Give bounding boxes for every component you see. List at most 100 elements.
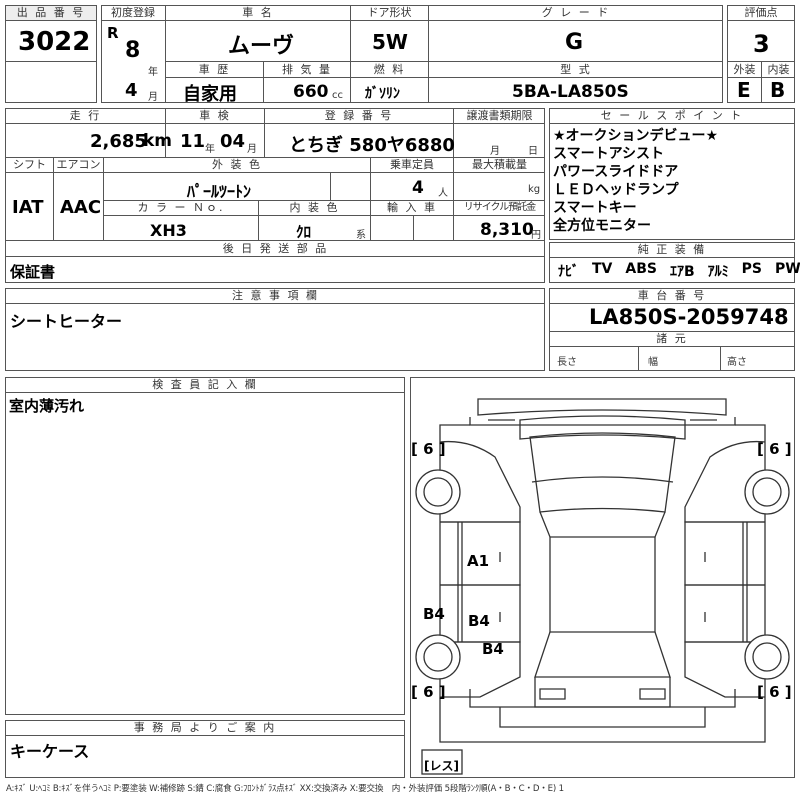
door-type-value: 5W xyxy=(372,30,408,54)
history-value: 自家用 xyxy=(183,84,237,105)
interior-grade: B xyxy=(770,78,786,102)
equipment-item: PS xyxy=(741,261,762,277)
chassis-box xyxy=(549,288,795,371)
vehicle-info-box xyxy=(101,5,723,103)
shift-label: シフト xyxy=(13,158,46,171)
inspection-month-unit: 月 xyxy=(247,144,257,155)
door-type-label: ドア形状 xyxy=(367,6,412,19)
color-number-value: XH3 xyxy=(150,221,187,240)
sales-point-item: スマートアシスト xyxy=(553,146,665,162)
max-load-label: 最大積載量 xyxy=(472,158,527,171)
damage-mark-b4-side: B4 xyxy=(423,605,445,623)
lot-number-box xyxy=(5,5,97,103)
notes-box xyxy=(5,288,545,371)
recycle-fee-label: リサイクル預託金 xyxy=(463,202,537,213)
grade-label: グ レ ー ド xyxy=(541,6,611,19)
notes-label: 注 意 事 項 欄 xyxy=(232,289,319,302)
score-label: 評価点 xyxy=(744,6,778,19)
sales-point-item: 全方位モニター xyxy=(553,218,651,234)
sales-points-label: セ ー ル ス ポ イ ン ト xyxy=(600,109,744,122)
office-box xyxy=(5,720,405,778)
car-condition-diagram xyxy=(415,398,790,775)
later-parts-value: 保証書 xyxy=(10,263,56,281)
inspection-year-unit: 年 xyxy=(205,144,215,155)
equipment-list: ﾅﾋﾞ TV ABS ｴｱB ｱﾙﾐ PS PW xyxy=(558,261,800,281)
sales-point-item: ★オークションデビュー★ xyxy=(553,128,719,144)
exterior-color-value: ﾊﾟｰﾙﾂｰﾄﾝ xyxy=(187,182,252,201)
tire-depth-rear-right: [ 6 ] xyxy=(757,683,792,701)
inspection-label: 車 検 xyxy=(199,109,231,122)
capacity-label: 乗車定員 xyxy=(390,158,434,171)
chassis-number-label: 車 台 番 号 xyxy=(637,289,707,302)
year-unit: 年 xyxy=(148,67,158,78)
later-parts-label: 後 日 発 送 部 品 xyxy=(222,242,329,255)
equipment-item: ﾅﾋﾞ xyxy=(558,264,579,280)
transfer-day-unit: 日 xyxy=(528,146,538,157)
equipment-box xyxy=(549,242,795,283)
lot-number-label: 出 品 番 号 xyxy=(6,6,96,20)
import-label: 輸 入 車 xyxy=(387,201,437,214)
office-note: キーケース xyxy=(10,742,90,761)
exterior-color-label: 外 装 色 xyxy=(212,158,262,171)
capacity-unit: 人 xyxy=(438,188,448,199)
grade-value: G xyxy=(565,30,584,55)
car-name-value: ムーヴ xyxy=(228,34,295,59)
sales-points-list: ★オークションデビュー★ スマートアシスト パワースライドドア ＬＥＤヘッドラン… xyxy=(553,127,718,235)
height-label: 高さ xyxy=(727,357,747,368)
inspection-year: 11 xyxy=(180,131,206,152)
detail-box xyxy=(5,108,545,283)
interior-color-unit: 系 xyxy=(356,230,366,241)
condition-diagram-box xyxy=(410,377,795,778)
registration-number-label: 登 録 番 号 xyxy=(324,109,394,122)
month-unit: 月 xyxy=(148,92,158,103)
color-number-label: カ ラ ー Ｎｏ. xyxy=(137,201,225,214)
width-label: 幅 xyxy=(648,357,658,368)
registration-number-value: とちぎ 580ヤ6880 xyxy=(289,135,455,156)
fuel-label: 燃 料 xyxy=(373,63,406,76)
specs-label: 諸 元 xyxy=(656,332,688,345)
exterior-grade: E xyxy=(737,78,751,102)
mileage-value: 2,685 xyxy=(90,131,147,152)
model-label: 型 式 xyxy=(560,63,592,76)
sales-point-item: パワースライドドア xyxy=(553,164,679,180)
equipment-item: ｴｱB xyxy=(669,264,695,280)
exterior-label: 外装 xyxy=(733,63,756,76)
interior-color-value: ｸﾛ xyxy=(296,223,312,241)
history-label: 車 歴 xyxy=(198,63,231,76)
equipment-label: 純 正 装 備 xyxy=(637,243,707,256)
damage-mark-b4-door: B4 xyxy=(468,612,490,630)
score-value: 3 xyxy=(753,30,770,58)
tire-depth-front-right: [ 6 ] xyxy=(757,440,792,458)
notes-value: シートヒーター xyxy=(10,312,123,331)
transfer-deadline-label: 譲渡書類期限 xyxy=(466,109,533,122)
lot-number-value: 3022 xyxy=(18,27,91,57)
inspector-label: 検 査 員 記 入 欄 xyxy=(152,378,258,391)
fuel-value: ｶﾞｿﾘﾝ xyxy=(365,86,400,102)
era-mark: R xyxy=(107,24,119,42)
chassis-number-value: LA850S-2059748 xyxy=(589,305,789,329)
tire-depth-front-left: [ 6 ] xyxy=(411,440,446,458)
sales-point-item: スマートキー xyxy=(553,200,637,216)
legend-footer: A:ｷｽﾞ U:ﾍｺﾐ B:ｷｽﾞを伴うﾍｺﾐ P:要塗装 W:補修跡 S:錆 … xyxy=(6,784,564,794)
registration-year: 8 xyxy=(125,38,141,63)
spare-tire-note: [レス] xyxy=(424,759,459,773)
registration-month: 4 xyxy=(125,80,138,101)
max-load-unit: kg xyxy=(528,184,541,195)
interior-color-label: 内 装 色 xyxy=(289,201,340,214)
recycle-fee-value: 8,310 xyxy=(480,220,534,240)
aircon-label: エアコン xyxy=(56,158,101,171)
car-name-label: 車 名 xyxy=(242,6,274,19)
displacement-value: 660 xyxy=(293,82,329,102)
equipment-item: ABS xyxy=(625,261,657,277)
shift-value: IAT xyxy=(12,197,44,218)
model-value: 5BA-LA850S xyxy=(512,82,629,102)
sales-point-item: ＬＥＤヘッドランプ xyxy=(553,182,679,198)
sales-points-box xyxy=(549,108,795,240)
inspection-month: 04 xyxy=(220,131,246,152)
displacement-label: 排 気 量 xyxy=(282,63,332,76)
recycle-fee-unit: 円 xyxy=(531,230,541,241)
capacity-value: 4 xyxy=(412,178,424,198)
mileage-unit: km xyxy=(143,131,173,151)
transfer-month-unit: 月 xyxy=(490,146,500,157)
equipment-item: PW xyxy=(775,261,800,277)
